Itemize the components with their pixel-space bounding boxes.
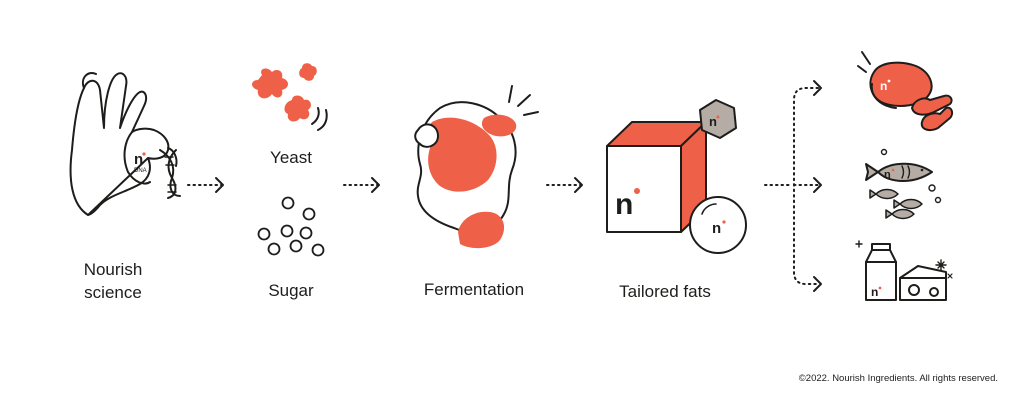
hexagon-brand-mark: n [709,114,717,129]
meat-brand-mark: n [880,79,887,93]
hand-dna-badge: DNA [134,168,147,174]
flow-arrow-1 [187,177,224,193]
label-nourish-line1: Nourish [83,260,143,279]
label-nourish-line2: science [84,283,142,302]
fat-cube-icon: n n n [606,99,747,254]
milk-brand-mark: n [871,285,878,299]
label-sugar: Sugar [268,281,314,300]
fish-brand-mark: n [884,169,891,181]
fish-icon: n [865,148,942,220]
sugar-granules-icon [257,196,325,257]
hand-holding-dna-icon: n DNA [69,72,181,216]
hand-brand-mark: n [134,151,143,168]
label-nourish-science: Nourish science [84,258,143,304]
flow-arrow-3 [546,177,583,193]
flow-arrow-2 [343,177,380,193]
bubble-brand-mark: n [712,220,721,237]
cube-brand-mark: n [615,188,633,221]
yeast-cells-icon [252,63,317,122]
meat-steak-sausage-icon: n [857,51,954,131]
label-tailored-fats: Tailored fats [619,282,711,301]
branch-arrows [764,80,822,292]
milk-cheese-icon: n [855,240,953,301]
fermentation-blob-icon [414,85,539,249]
label-fermentation: Fermentation [423,280,525,299]
copyright-notice: ©2022. Nourish Ingredients. All rights r… [798,373,998,384]
label-yeast: Yeast [270,148,312,167]
